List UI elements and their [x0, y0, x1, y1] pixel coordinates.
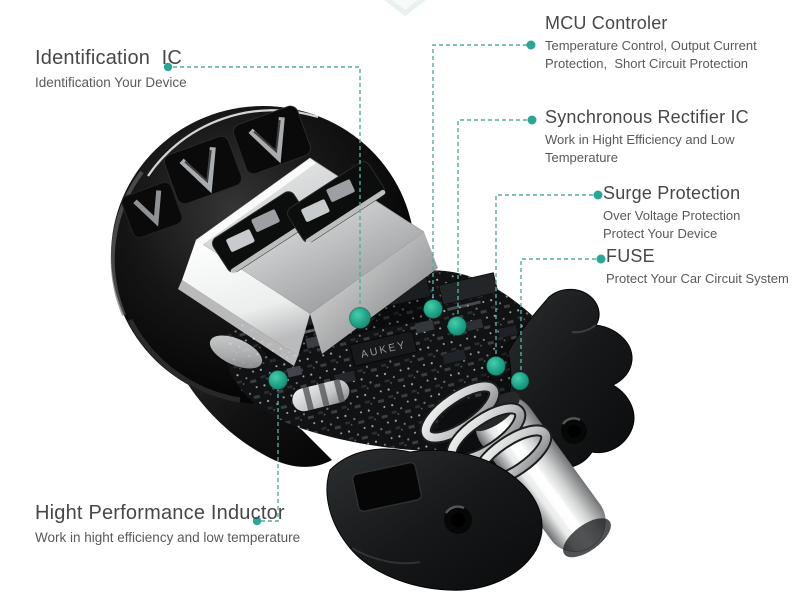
- callout-mcu-controller: MCU Controler Temperature Control, Outpu…: [545, 13, 757, 73]
- callout-title: MCU Controler: [545, 13, 668, 33]
- callout-title: FUSE: [606, 246, 655, 266]
- leader-mcu-controller: [432, 44, 527, 300]
- faceplate-cutout: [163, 135, 243, 205]
- callout-high-performance-inductor: Hight Performance Inductor Work in hight…: [35, 502, 301, 547]
- marker-high-performance-inductor: [268, 370, 288, 390]
- housing-base: [326, 448, 543, 591]
- watermark-chevron: [384, 0, 426, 16]
- callout-title: Synchronous Rectifier IC: [545, 107, 749, 127]
- callout-title: Surge Protection: [603, 183, 741, 203]
- callout-desc: Identification Your Device: [35, 74, 187, 90]
- inductor-coil: [292, 379, 350, 412]
- leader-surge-protection: [495, 194, 593, 357]
- leader-fuse: [520, 258, 596, 373]
- usb-port-block: [178, 157, 438, 366]
- callout-desc: Over Voltage Protection Protect Your Dev…: [603, 208, 741, 242]
- faceplate-cutout: [121, 181, 183, 239]
- marker-mcu-controller: [423, 299, 443, 319]
- usb-slot: [212, 191, 311, 274]
- marker-identification-ic: [349, 307, 371, 329]
- label-dot-identification-ic: [163, 62, 173, 72]
- callout-surge-protection: Surge Protection Over Voltage Protection…: [603, 183, 741, 243]
- callout-title: Identification IC: [35, 47, 183, 69]
- leader-high-performance-inductor: [261, 389, 279, 522]
- leader-synchronous-rectifier-ic: [457, 119, 527, 317]
- callout-title: Hight Performance Inductor: [35, 502, 285, 524]
- leader-identification-ic: [173, 66, 361, 309]
- marker-fuse: [510, 371, 530, 391]
- shield-can: [209, 335, 263, 369]
- marker-surge-protection: [486, 356, 506, 376]
- callout-fuse: FUSE Protect Your Car Circuit System: [606, 246, 789, 288]
- label-dot-synchronous-rectifier-ic: [527, 115, 537, 125]
- callout-desc: Temperature Control, Output Current Prot…: [545, 38, 757, 72]
- faceplate-cutout: [232, 105, 312, 175]
- callout-desc: Protect Your Car Circuit System: [606, 271, 789, 287]
- marker-synchronous-rectifier-ic: [447, 316, 467, 336]
- label-dot-high-performance-inductor: [252, 516, 262, 526]
- brand-chip: AUKEY: [349, 330, 418, 367]
- callout-desc: Work in Hight Efficiency and Low Tempera…: [545, 132, 735, 166]
- label-dot-mcu-controller: [526, 40, 536, 50]
- spring-coil: [419, 380, 553, 488]
- callout-identification-ic: Identification IC Identification Your De…: [35, 47, 187, 92]
- label-dot-fuse: [596, 254, 606, 264]
- label-dot-surge-protection: [593, 190, 603, 200]
- callout-synchronous-rectifier-ic: Synchronous Rectifier IC Work in Hight E…: [545, 107, 749, 167]
- callout-desc: Work in hight efficiency and low tempera…: [35, 529, 301, 545]
